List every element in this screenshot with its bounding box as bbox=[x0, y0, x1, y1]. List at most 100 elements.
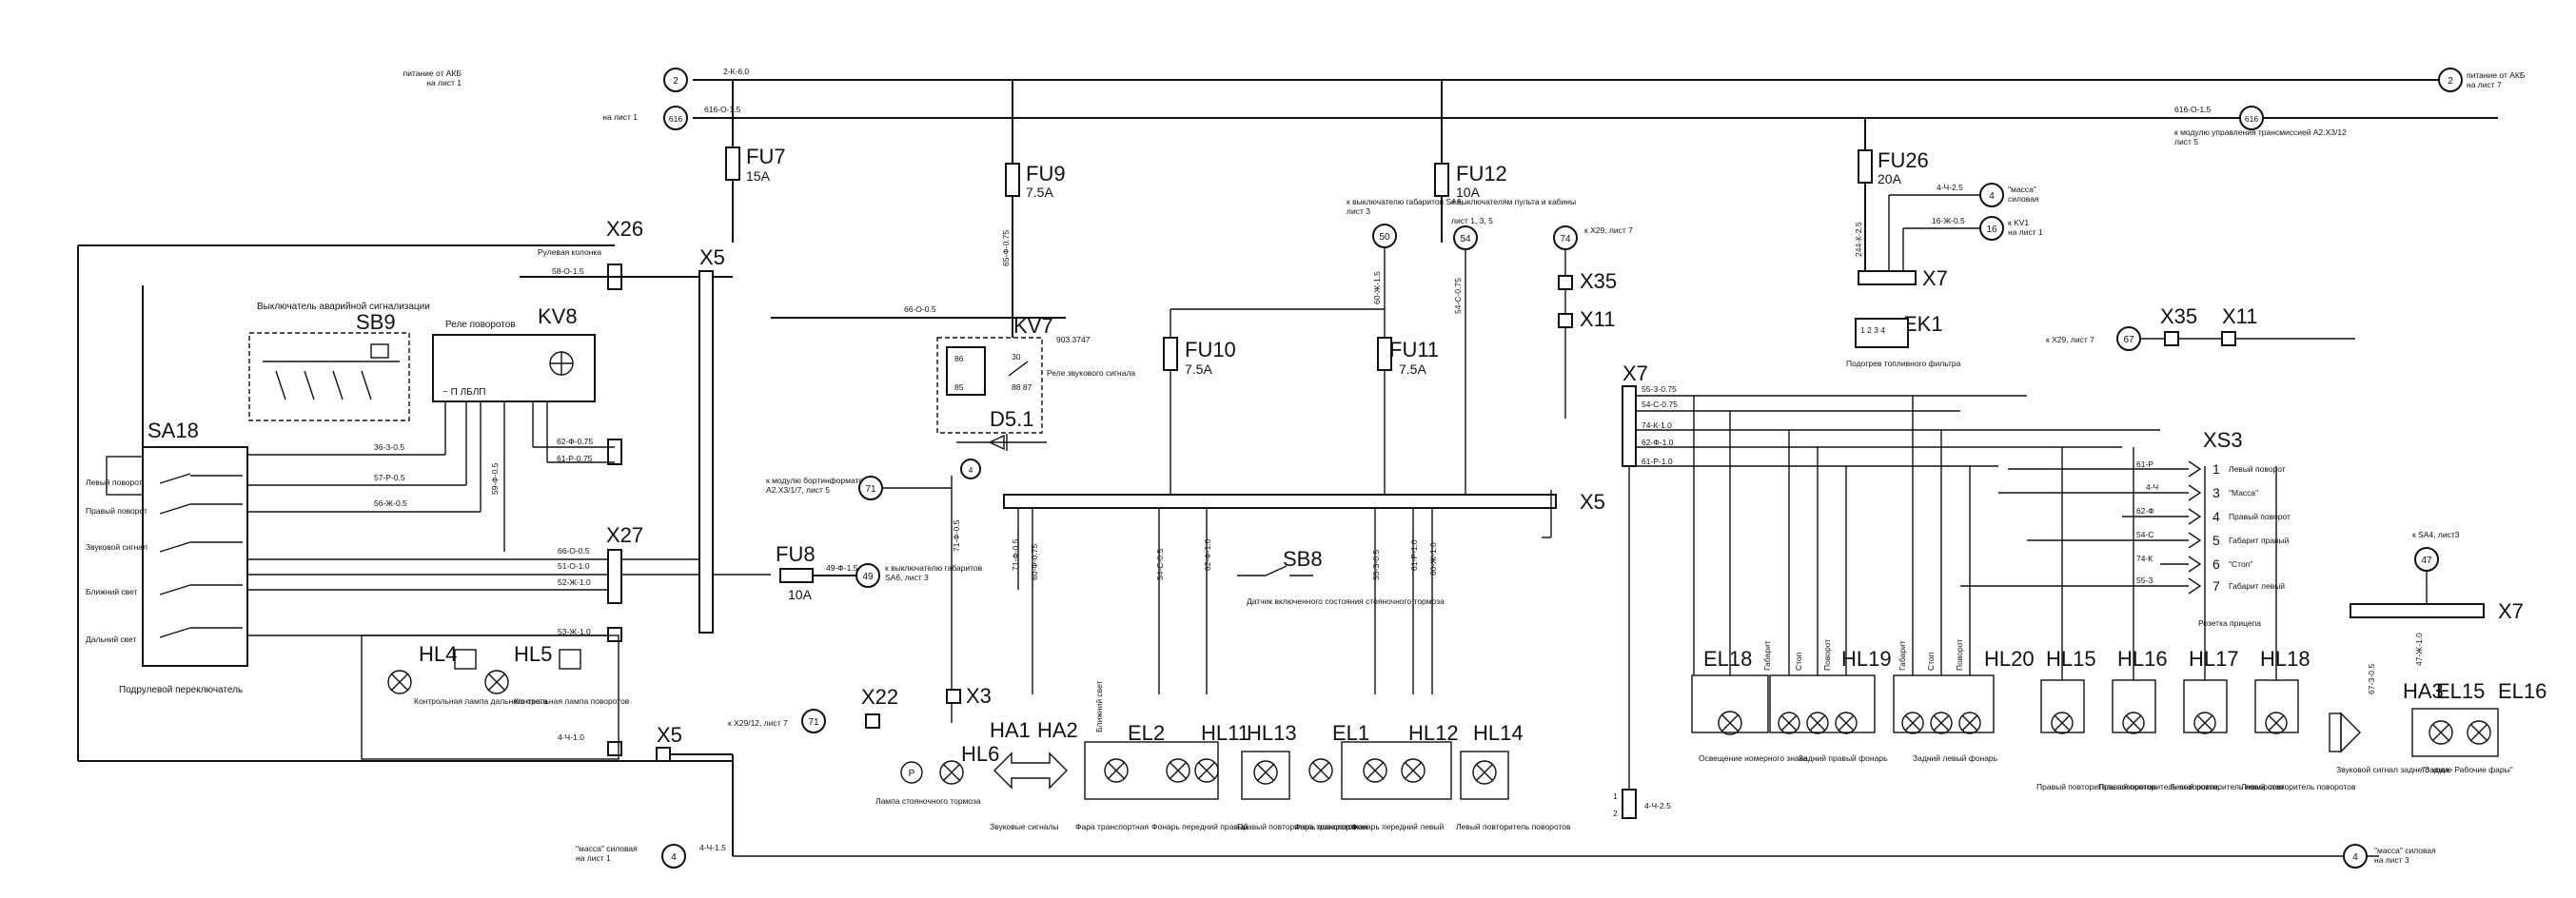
svg-text:61-Р: 61-Р bbox=[2136, 459, 2153, 469]
svg-text:HA2: HA2 bbox=[1037, 718, 1078, 742]
lamp-hl20: HL20 Задний левый фонарь bbox=[1893, 647, 2035, 763]
svg-text:Левый поворот: Левый поворот bbox=[2229, 464, 2286, 474]
svg-text:53-Ж-1.0: 53-Ж-1.0 bbox=[558, 627, 591, 636]
x27-block: X27 66-О-0.5 51-О-1.0 52-Ж-1.0 53-Ж-1.0 … bbox=[247, 523, 771, 756]
fuse-fu12: FU12 10A bbox=[1434, 80, 1507, 243]
svg-text:питание от АКБ: питание от АКБ bbox=[2467, 70, 2526, 80]
svg-text:FU12: FU12 bbox=[1456, 162, 1507, 185]
svg-text:к X29, лист 7: к X29, лист 7 bbox=[1584, 225, 1633, 235]
svg-text:65-Ф-0.75: 65-Ф-0.75 bbox=[1001, 230, 1011, 266]
svg-text:А2.Х3/1/7, лист 5: А2.Х3/1/7, лист 5 bbox=[766, 485, 830, 495]
svg-text:52-Ж-1.0: 52-Ж-1.0 bbox=[558, 577, 591, 587]
svg-text:"масса" силовая: "масса" силовая bbox=[576, 844, 638, 853]
lamp-el16: EL16 bbox=[2467, 679, 2547, 745]
svg-text:1: 1 bbox=[1613, 791, 1618, 801]
svg-text:к выключателям пульта и кабины: к выключателям пульта и кабины bbox=[1451, 197, 1576, 206]
svg-text:Левый повторитель поворотов: Левый повторитель поворотов bbox=[2170, 782, 2285, 791]
svg-text:Контрольная лампа дальнего све: Контрольная лампа дальнего света bbox=[414, 696, 548, 706]
svg-text:X3: X3 bbox=[966, 684, 992, 708]
svg-text:74-К-1.0: 74-К-1.0 bbox=[1642, 420, 1672, 430]
svg-text:Реле звукового сигнала: Реле звукового сигнала bbox=[1047, 368, 1135, 378]
svg-text:62-Ф-1.0: 62-Ф-1.0 bbox=[1203, 538, 1212, 571]
svg-text:Подрулевой переключатель: Подрулевой переключатель bbox=[119, 685, 243, 695]
svg-text:60-Ф-0.75: 60-Ф-0.75 bbox=[1030, 544, 1039, 580]
svg-text:Рулевая колонка: Рулевая колонка bbox=[538, 247, 601, 257]
svg-text:30: 30 bbox=[1012, 352, 1021, 361]
svg-text:FU8: FU8 bbox=[776, 542, 816, 566]
svg-text:Звуковые сигналы: Звуковые сигналы bbox=[990, 822, 1059, 831]
svg-text:71-Ф-0.5: 71-Ф-0.5 bbox=[1011, 538, 1020, 571]
lamp-hl14: HL14 Левый повторитель поворотов bbox=[1456, 721, 1571, 831]
x7-vertical: X7 1 2 4-Ч-2.5 55-З-0.75 54-С-0.75 74-К-… bbox=[1613, 361, 2160, 819]
svg-text:KV7: KV7 bbox=[1013, 314, 1053, 338]
lamp-hl15: HL15 Правый повторитель поворотов bbox=[2036, 647, 2156, 791]
svg-text:Поворот: Поворот bbox=[1955, 639, 1964, 671]
svg-text:62-Ф-1.0: 62-Ф-1.0 bbox=[1642, 438, 1674, 447]
svg-text:X5: X5 bbox=[1580, 490, 1605, 514]
svg-text:HL12: HL12 bbox=[1408, 721, 1459, 745]
svg-text:1: 1 bbox=[2212, 461, 2220, 477]
svg-text:54-С: 54-С bbox=[2136, 530, 2153, 539]
fuse-fu8: FU8 10A 49-Ф-1.5 49 к выключателю габари… bbox=[776, 542, 983, 602]
svg-text:Левый поворот: Левый поворот bbox=[86, 478, 143, 487]
svg-text:Ближний свет: Ближний свет bbox=[1094, 680, 1104, 732]
svg-text:HA3: HA3 bbox=[2403, 679, 2444, 703]
lamp-hl17: HL17 Левый повторитель поворотов bbox=[2170, 647, 2285, 791]
svg-text:Дальний свет: Дальний свет bbox=[86, 634, 137, 644]
svg-text:4-Ч-1.0: 4-Ч-1.0 bbox=[558, 732, 584, 742]
lamp-el18: EL18 Освещение номерного знака bbox=[1691, 647, 1808, 763]
svg-text:X11: X11 bbox=[2222, 304, 2258, 328]
svg-text:Стоп: Стоп bbox=[1794, 652, 1803, 671]
svg-text:Реле поворотов: Реле поворотов bbox=[445, 320, 516, 330]
svg-text:60-Ж-1.5: 60-Ж-1.5 bbox=[1372, 271, 1382, 304]
svg-text:61-Р-1.0: 61-Р-1.0 bbox=[1642, 457, 1673, 466]
svg-text:"Стоп": "Стоп" bbox=[2229, 559, 2252, 569]
svg-text:лист 3: лист 3 bbox=[1347, 206, 1370, 216]
svg-text:X7: X7 bbox=[1622, 361, 1648, 385]
x7-right: к SA4, лист3 47 X7 67-З-0.5 47-Ж-1.0 bbox=[2350, 530, 2524, 694]
svg-text:Правый повторитель поворотов: Правый повторитель поворотов bbox=[1237, 822, 1357, 831]
svg-text:4-Ч: 4-Ч bbox=[2146, 482, 2158, 492]
svg-text:Подогрев топливного фильтра: Подогрев топливного фильтра bbox=[1846, 359, 1961, 368]
svg-text:SB8: SB8 bbox=[1283, 547, 1323, 571]
svg-text:56-Ж-0.5: 56-Ж-0.5 bbox=[374, 498, 407, 508]
svg-text:Фара транспортная: Фара транспортная bbox=[1294, 822, 1367, 831]
svg-text:85: 85 bbox=[954, 382, 964, 392]
lamp-el1: EL1 Фара транспортная bbox=[1294, 721, 1369, 831]
wire-label: 616-О-1.5 bbox=[2174, 105, 2212, 114]
x5-left: X5 X5 bbox=[656, 245, 734, 856]
svg-text:244-К-2.5: 244-К-2.5 bbox=[1854, 222, 1863, 257]
svg-text:4: 4 bbox=[671, 852, 677, 863]
svg-text:FU10: FU10 bbox=[1185, 338, 1236, 361]
svg-text:X7: X7 bbox=[2498, 599, 2524, 623]
svg-text:Звуковой сигнал заднего хода: Звуковой сигнал заднего хода bbox=[2336, 765, 2449, 774]
svg-text:к X29/12, лист 7: к X29/12, лист 7 bbox=[728, 718, 788, 728]
ref-74: 74 к X29, лист 7 X35 X11 bbox=[1553, 225, 1633, 419]
svg-text:4: 4 bbox=[1989, 191, 1995, 202]
svg-text:~ П ЛБЛП: ~ П ЛБЛП bbox=[442, 387, 485, 398]
svg-text:Габарит: Габарит bbox=[1762, 640, 1772, 671]
svg-text:47: 47 bbox=[2421, 556, 2432, 566]
svg-text:EL18: EL18 bbox=[1703, 647, 1752, 671]
lamp-hl19: HL19 Задний правый фонарь bbox=[1769, 647, 1892, 763]
svg-text:HL19: HL19 bbox=[1841, 647, 1892, 671]
kv7-relay: 66-О-0.5 KV7 903.3747 86 85 30 88 87 Рел… bbox=[771, 304, 1135, 479]
svg-text:67: 67 bbox=[2123, 335, 2134, 345]
svg-text:66-О-0.5: 66-О-0.5 bbox=[904, 304, 936, 314]
svg-text:Фонарь передний левый: Фонарь передний левый bbox=[1351, 822, 1445, 831]
svg-text:к KV1: к KV1 bbox=[2008, 218, 2029, 227]
svg-text:на лист 7: на лист 7 bbox=[2467, 80, 2502, 89]
svg-text:Розетка прицепа: Розетка прицепа bbox=[2198, 618, 2261, 628]
svg-text:54-С-0.5: 54-С-0.5 bbox=[1155, 549, 1165, 580]
svg-text:4: 4 bbox=[2352, 852, 2358, 863]
wire-label: 2-К-6.0 bbox=[723, 67, 749, 76]
svg-text:SB9: SB9 bbox=[356, 310, 396, 334]
svg-text:HA1: HA1 bbox=[990, 718, 1031, 742]
wire-label: 616-О-1.5 bbox=[704, 105, 741, 114]
svg-text:Фонарь передний правый: Фонарь передний правый bbox=[1151, 822, 1249, 831]
svg-text:1 2 3 4: 1 2 3 4 bbox=[1860, 325, 1885, 335]
svg-text:EL1: EL1 bbox=[1332, 721, 1369, 745]
svg-text:X7: X7 bbox=[1922, 266, 1948, 290]
svg-text:Правый поворот: Правый поворот bbox=[86, 506, 147, 516]
svg-text:7: 7 bbox=[2212, 578, 2220, 594]
